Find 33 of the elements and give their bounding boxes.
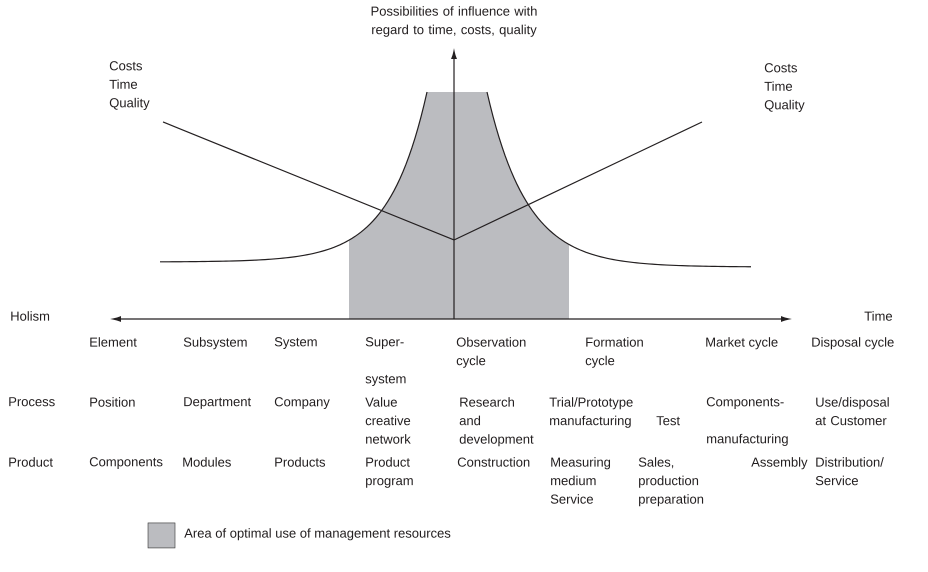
legend-text: Area of optimal use of management resources [184,528,450,540]
phase-label: Department [184,397,252,409]
phase-label: Distribution/ Service [816,457,884,486]
phase-label: Sales, production preparation [638,457,704,506]
axis-label: Holism [11,311,50,321]
phase-label: Product program [366,457,413,488]
phase-label: Test [656,416,680,426]
phase-label: Element [90,337,137,347]
phase-label: Market cycle [706,337,778,350]
phase-label: Observation cycle [456,337,526,368]
phase-label: System [274,337,317,349]
phase-label: Value creative network [365,397,411,444]
phase-label: Disposal cycle [812,337,894,350]
line-label: Costs Time Quality [110,61,150,110]
axis-label: Time [864,311,892,321]
phase-label: Construction [458,457,530,467]
phase-label: Company [274,397,330,409]
phase-label: Subsystem [184,337,247,350]
phase-label: Position [90,397,135,407]
phase-label: Formation cycle [586,337,643,368]
phase-label: Use/disposal at Customer [816,397,889,426]
phase-label: Assembly [751,457,808,470]
phase-label: Research and development [460,397,534,446]
phase-label: Measuring medium Service [550,457,610,504]
row-heading: Product [9,457,53,467]
axis-label: Possibilities of influence with regard to time, costs, quality [372,6,537,37]
phase-label: Components- manufacturing [706,397,788,446]
line-label: Costs Time Quality [764,63,805,112]
phase-label: Trial/Prototype manufacturing [550,397,633,428]
row-heading: Process [9,397,55,406]
phase-label: Components [90,457,162,469]
phase-label: Modules [183,457,231,467]
phase-label: Products [275,457,326,467]
